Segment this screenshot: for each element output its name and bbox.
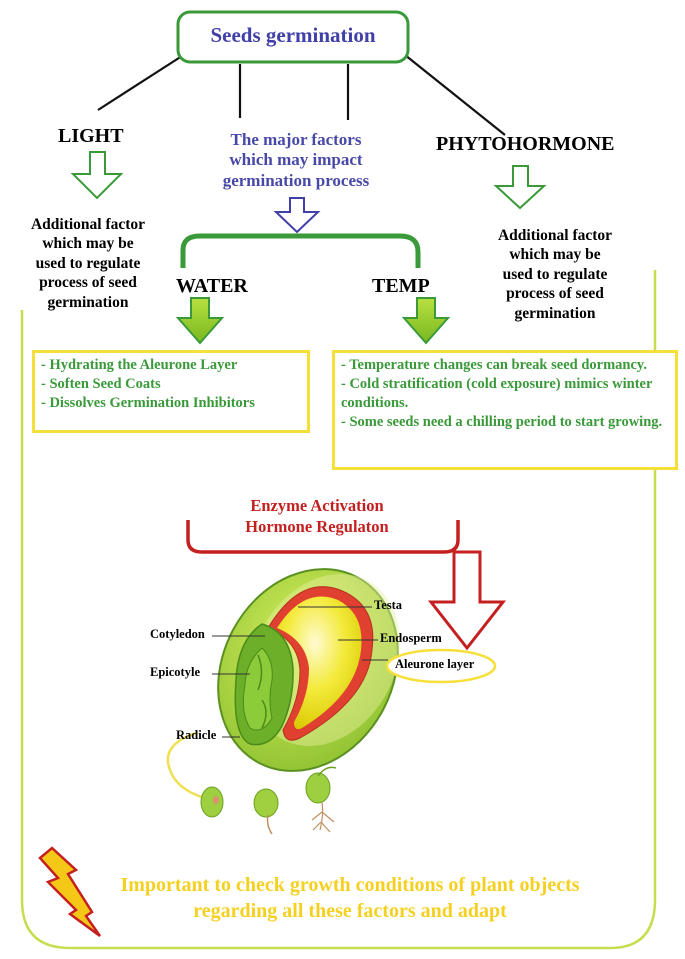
lightning-icon [38, 846, 102, 938]
factor-temp: TEMP [372, 275, 430, 297]
temp-arrow [401, 297, 451, 345]
label-epicotyle: Epicotyle [150, 665, 200, 679]
enzyme-hormone-label: Enzyme Activation Hormone Regulaton [245, 496, 389, 536]
label-aleurone-layer: Aleurone layer [395, 657, 475, 671]
phyto-arrow [493, 165, 547, 210]
temp-item: - Some seeds need a chilling period to s… [341, 413, 663, 430]
label-cotyledon: Cotyledon [150, 627, 205, 641]
major-factors-note: The major factors which may impact germi… [222, 130, 370, 190]
water-item: - Dissolves Germination Inhibitors [41, 394, 255, 411]
temp-item: - Cold stratification (cold exposure) mi… [341, 375, 653, 411]
label-radicle: Radicle [176, 728, 217, 742]
water-arrow [175, 297, 225, 345]
title-box [176, 10, 410, 64]
enzyme-bracket [186, 520, 460, 554]
water-item: - Hydrating the Aleurone Layer [41, 357, 238, 373]
seedlings [200, 766, 337, 835]
temp-item: - Temperature changes can break seed dor… [341, 357, 647, 373]
title-connector-lines [97, 54, 506, 136]
water-temp-bracket [180, 233, 421, 268]
outer-loop-line [20, 270, 657, 950]
phytohormone-note: Additional factor which may be used to r… [497, 227, 613, 322]
water-item: - Soften Seed Coats [41, 375, 161, 392]
label-testa: Testa [374, 598, 403, 612]
light-note: Additional factor which may be used to r… [30, 216, 146, 311]
factor-light: LIGHT [58, 125, 124, 147]
factor-water: WATER [176, 275, 248, 297]
aleurone-oval [385, 648, 497, 684]
bottom-important-note: Important to check growth conditions of … [120, 874, 580, 922]
seed-leader-lines [212, 606, 378, 738]
factor-phytohormone: PHYTOHORMONE [436, 133, 615, 155]
water-effects-box: - Hydrating the Aleurone Layer - Soften … [32, 350, 310, 433]
radicle-pointer [166, 731, 213, 802]
seed-illustration [217, 568, 400, 772]
label-endosperm: Endosperm [380, 631, 442, 645]
temp-effects-box: - Temperature changes can break seed dor… [332, 350, 678, 470]
center-arrow [273, 197, 321, 234]
light-arrow [70, 151, 124, 200]
diagram-title: Seeds germination [210, 23, 376, 48]
red-arrow [427, 550, 507, 651]
